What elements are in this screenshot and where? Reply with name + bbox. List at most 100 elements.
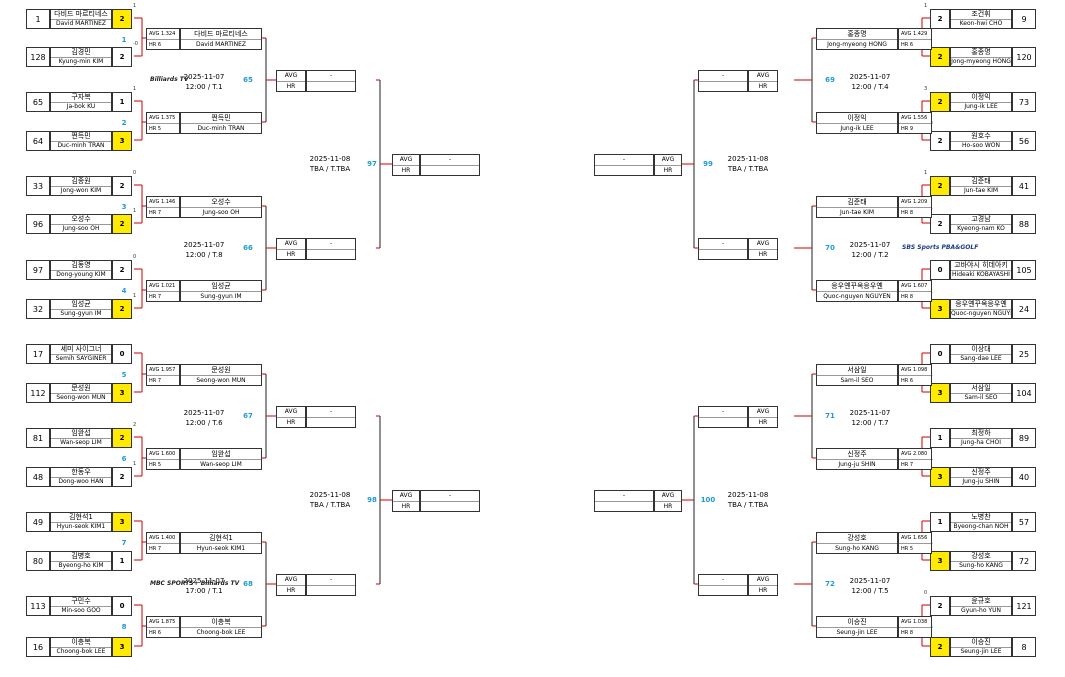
player-placeholder: - [307,71,355,82]
player-name-box[interactable]: - [306,406,356,428]
player-name-korean: 김현석1 [181,533,261,544]
player-name-box[interactable]: - [594,154,654,176]
player-name-box[interactable]: - [306,70,356,92]
player-name-korean: 원호수 [951,132,1011,142]
player-name-korean: 다비드 마르티네스 [181,29,261,40]
player-name-box[interactable]: - [698,406,748,428]
empty-row [699,250,747,260]
avg-label: AVG [277,575,305,586]
score-box: 2 [930,131,950,151]
player-name-english: Hideaki KOBAYASHI [952,271,1010,278]
player-name-korean: 서삼일 [817,365,897,376]
player-name-korean: 고바야시 히데아키 [951,261,1011,271]
player-name-box[interactable]: - [306,238,356,260]
player-name-box[interactable]: - [420,490,480,512]
avg-label: AVG [749,575,777,586]
set-count-label: 1 [133,293,137,299]
set-count-label: 1 [133,208,137,214]
player-placeholder: - [699,575,747,586]
seed-number: 8 [1012,637,1036,657]
score-box: 0 [930,260,950,280]
player-name-box[interactable]: - [698,574,748,596]
player-name-korean: 문성원 [181,365,261,376]
player-name-english: Hyun-seok KIM1 [196,545,246,552]
hr-stat: HR 8 [901,294,914,300]
set-count-label: 1 [133,86,137,92]
avg-stat: AVG 1.038 [899,617,931,628]
player-name-box[interactable]: - [594,490,654,512]
set-count-label: 0 [133,254,137,260]
player-name-english: Quoc-nguyen NGUYEN [823,293,891,300]
player-name-box[interactable]: - [698,70,748,92]
avg-stat: AVG 1.400 [147,533,179,544]
player-name-english: Duc-minh TRAN [57,142,105,149]
score-box: 2 [930,9,950,29]
broadcaster-logo: Billiards TV [150,76,189,83]
avg-stat: AVG 2.080 [899,449,931,460]
player-name-box[interactable]: - [698,238,748,260]
player-name-box[interactable]: - [420,154,480,176]
player-name-box[interactable]: - [306,574,356,596]
score-box: 2 [112,9,132,29]
player-name-english: Jong-won KIM [60,187,102,194]
